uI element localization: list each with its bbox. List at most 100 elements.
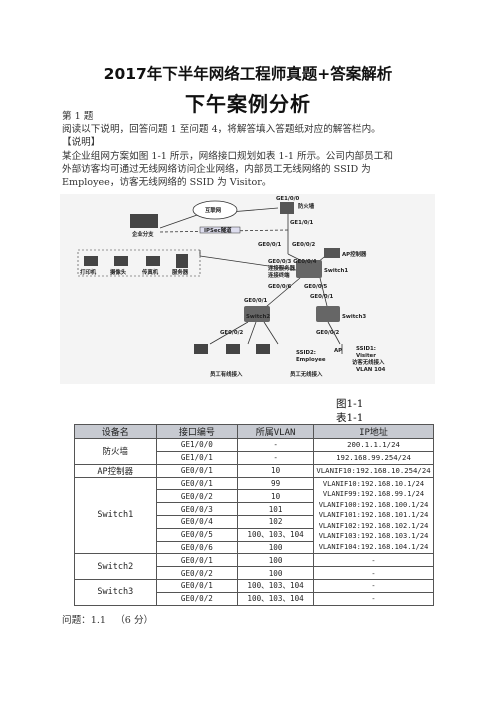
device-ap-controller: AP控制器 <box>74 463 157 478</box>
svg-text:连接终端: 连接终端 <box>268 271 290 279</box>
svg-text:GE0/0/5: GE0/0/5 <box>304 284 328 290</box>
vlan-cell: 102 <box>237 514 315 529</box>
ip-cell: 192.168.99.254/24 <box>313 450 434 465</box>
branch-building-icon <box>130 214 158 228</box>
ip-line: VLANIF10:192.168.10.1/24 <box>322 480 425 489</box>
section-heading: 【说明】 <box>62 137 101 148</box>
vlan-cell: - <box>237 450 315 465</box>
svg-text:访客无线接入: 访客无线接入 <box>352 358 385 366</box>
svg-text:Employee: Employee <box>296 357 326 363</box>
svg-text:AP控制器: AP控制器 <box>342 250 367 258</box>
question-number: 第 1 题 <box>62 111 94 122</box>
ip-cell: VLANIF10:192.168.10.254/24 <box>313 463 434 478</box>
table-row: GE0/0/2 100、103、104 - <box>75 591 434 606</box>
port-cell: GE0/0/5 <box>155 527 239 542</box>
switch1-icon <box>296 260 322 278</box>
topology-svg: 互联网 GE1/0/0 防火墙 GE1/0/1 企业分支 IPSec隧道 GE0… <box>77 196 386 378</box>
svg-text:GE0/0/2: GE0/0/2 <box>316 330 340 336</box>
svg-text:GE0/0/1: GE0/0/1 <box>244 298 268 304</box>
device-firewall: 防火墙 <box>74 438 157 465</box>
interface-plan-table: 设备名 接口编号 所属VLAN IP地址 防火墙 GE1/0/0 - 200.1… <box>74 424 434 606</box>
svg-text:GE0/0/6: GE0/0/6 <box>268 284 292 290</box>
pc2-icon <box>226 344 240 354</box>
table-row: AP控制器 GE0/0/1 10 VLANIF10:192.168.10.254… <box>74 463 434 478</box>
table-row: GE1/0/1 - 192.168.99.254/24 <box>75 450 434 465</box>
description-line-1: 某企业组网方案如图 1-1 所示，网络接口规划如表 1-1 所示。公司内部员工和 <box>62 151 393 162</box>
terminal-devices-group: 打印机 摄像头 传真机 服务器 <box>77 249 201 277</box>
question-footer: 问题：1.1 （6 分） <box>62 612 153 626</box>
svg-text:IPSec隧道: IPSec隧道 <box>204 226 232 234</box>
description-line-3: Employee，访客无线网络的 SSID 为 Visitor。 <box>62 177 272 188</box>
table-row: Switch3 GE0/0/1 100、103、104 - <box>74 578 434 606</box>
ip-cell: - <box>313 578 434 593</box>
ip-cell: - <box>313 566 434 580</box>
pc3-icon <box>256 344 270 354</box>
svg-text:GE0/0/1: GE0/0/1 <box>310 294 334 300</box>
ipsec-tunnel-icon <box>199 226 241 234</box>
ap-controller-icon <box>324 248 340 258</box>
switch2-icon <box>244 306 270 322</box>
header-port: 接口编号 <box>155 424 239 439</box>
port-cell: GE1/0/0 <box>155 438 239 452</box>
svg-text:摄像头: 摄像头 <box>110 268 127 276</box>
svg-text:SSID2:: SSID2: <box>296 350 316 356</box>
device-switch3: Switch3 <box>74 578 157 606</box>
vlan-cell: 100、103、104 <box>237 578 315 593</box>
port-cell: GE0/0/1 <box>155 463 239 478</box>
port-cell: GE0/0/2 <box>155 591 239 606</box>
instruction-text: 阅读以下说明，回答问题 1 至问题 4，将解答填入答题纸对应的解答栏内。 <box>62 124 381 135</box>
pc1-icon <box>194 344 208 354</box>
ip-line: VLANIF101:192.168.101.1/24 <box>318 511 429 520</box>
svg-text:防火墙: 防火墙 <box>298 202 315 210</box>
svg-text:GE0/0/3 GE0/0/4: GE0/0/3 GE0/0/4 <box>268 259 317 265</box>
port-cell: GE0/0/1 <box>155 476 239 491</box>
table-row: GE0/0/2 100 - <box>75 566 434 580</box>
svg-text:企业分支: 企业分支 <box>132 230 154 238</box>
vlan-cell: 100 <box>237 553 315 568</box>
device-switch1: Switch1 <box>74 476 157 555</box>
ip-line: VLANIF103:192.168.103.1/24 <box>318 532 429 541</box>
document-subtitle: 下午案例分析 <box>185 92 311 116</box>
svg-text:打印机: 打印机 <box>80 268 97 276</box>
svg-text:连接服务器: 连接服务器 <box>268 264 296 272</box>
svg-text:SSID1:: SSID1: <box>356 346 376 352</box>
ip-line: VLANIF99:192.168.99.1/24 <box>322 490 425 499</box>
vlan-cell: 10 <box>237 463 315 478</box>
svg-text:员工无线接入: 员工无线接入 <box>290 370 323 378</box>
ip-cell: 200.1.1.1/24 <box>313 438 434 452</box>
printer-icon <box>84 256 98 266</box>
question-score: （6 分） <box>115 615 154 626</box>
figure-caption: 图1-1 <box>336 398 364 410</box>
svg-text:Switch3: Switch3 <box>342 314 366 320</box>
internet-label: 互联网 <box>205 206 222 214</box>
switch3-icon <box>316 306 340 322</box>
ip-line: VLANIF102:192.168.102.1/24 <box>318 521 429 530</box>
table-caption: 表1-1 <box>336 412 364 424</box>
table-row: Switch1 GE0/0/1 99 VLANIF10:192.168.10.1… <box>74 476 434 555</box>
port-cell: GE1/0/1 <box>155 450 239 465</box>
table-row: GE0/0/2 10 <box>75 489 434 504</box>
svg-text:Switch2: Switch2 <box>246 314 270 320</box>
vlan-cell: 100 <box>237 540 315 555</box>
svg-text:Visiter: Visiter <box>356 353 376 359</box>
svg-text:GE1/0/1: GE1/0/1 <box>290 220 314 226</box>
port-cell: GE0/0/3 <box>155 502 239 516</box>
ip-line: VLANIF100:192.168.100.1/24 <box>318 500 429 509</box>
network-topology-diagram: 互联网 GE1/0/0 防火墙 GE1/0/1 企业分支 IPSec隧道 GE0… <box>60 194 435 384</box>
vlan-cell: 99 <box>237 476 315 491</box>
table-row: 防火墙 GE1/0/0 - 200.1.1.1/24 <box>74 438 434 465</box>
question-label: 问题：1.1 <box>62 615 107 626</box>
port-cell: GE0/0/2 <box>155 566 239 580</box>
description-line-2: 外部访客均可通过无线网络访问企业网络，内部员工无线网络的 SSID 为 <box>62 164 371 175</box>
table-row: Switch2 GE0/0/1 100 - <box>74 553 434 580</box>
server-icon <box>176 254 188 268</box>
svg-text:GE0/0/1: GE0/0/1 <box>258 242 282 248</box>
table-row: GE0/0/5 100、103、104 <box>75 527 434 542</box>
svg-text:GE0/0/2: GE0/0/2 <box>220 330 244 336</box>
vlan-cell: 10 <box>237 489 315 504</box>
firewall-icon <box>280 202 294 214</box>
port-cell: GE0/0/1 <box>155 578 239 593</box>
header-vlan: 所属VLAN <box>237 424 315 439</box>
document-title: 2017年下半年网络工程师真题+答案解析 <box>103 65 393 83</box>
vlan-cell: 100、103、104 <box>237 527 315 542</box>
